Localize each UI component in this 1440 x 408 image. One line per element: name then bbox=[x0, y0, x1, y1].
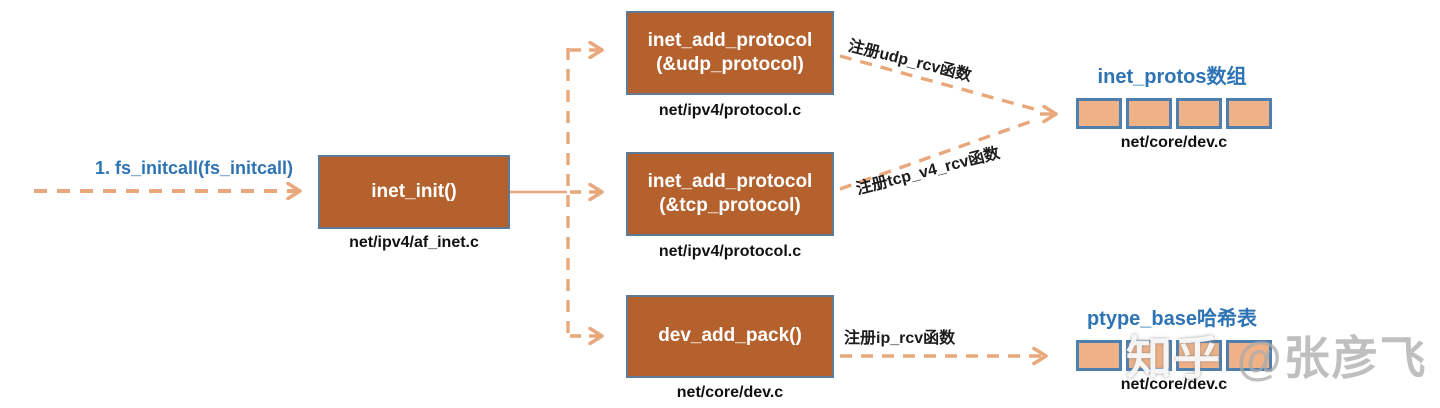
array-cell bbox=[1126, 340, 1172, 371]
node-inet-init: inet_init() bbox=[318, 155, 510, 229]
line-tcp-to-protos bbox=[839, 117, 1039, 191]
node-dev-label: dev_add_pack() bbox=[658, 325, 802, 347]
file-label-dev: net/core/dev.c bbox=[676, 384, 784, 401]
line-udp-to-protos bbox=[839, 54, 1039, 112]
inet-protos-array bbox=[1076, 98, 1272, 129]
array-cell bbox=[1076, 340, 1122, 371]
node-tcp-line1: inet_add_protocol bbox=[647, 170, 813, 192]
array-cell bbox=[1226, 340, 1272, 371]
array-cell bbox=[1076, 98, 1122, 129]
array-cell bbox=[1176, 340, 1222, 371]
array-cell bbox=[1176, 98, 1222, 129]
edge-label-ip-rcv: 注册ip_rcv函数 bbox=[844, 330, 956, 347]
file-label-inet-protos: net/core/dev.c bbox=[1120, 134, 1228, 151]
node-inet-init-label: inet_init() bbox=[371, 180, 457, 202]
node-udp-line2: (&udp_protocol) bbox=[656, 54, 804, 75]
array-cell bbox=[1226, 98, 1272, 129]
node-dev-add-pack: dev_add_pack() bbox=[626, 295, 834, 378]
file-label-ptype-base: net/core/dev.c bbox=[1120, 376, 1228, 393]
file-label-inet-init: net/ipv4/af_inet.c bbox=[349, 234, 479, 251]
start-call-label: 1. fs_initcall(fs_initcall) bbox=[94, 158, 294, 178]
file-label-udp: net/ipv4/protocol.c bbox=[658, 102, 802, 119]
ptype-base-title: ptype_base哈希表 bbox=[1086, 308, 1258, 330]
node-inet-add-protocol-udp: inet_add_protocol (&udp_protocol) bbox=[626, 11, 834, 95]
node-inet-add-protocol-tcp: inet_add_protocol (&tcp_protocol) bbox=[626, 152, 834, 236]
node-tcp-line2: (&tcp_protocol) bbox=[659, 195, 801, 216]
array-cell bbox=[1126, 98, 1172, 129]
file-label-tcp: net/ipv4/protocol.c bbox=[658, 243, 802, 260]
inet-protos-title: inet_protos数组 bbox=[1097, 66, 1247, 88]
node-udp-line1: inet_add_protocol bbox=[647, 29, 813, 51]
ptype-base-array bbox=[1076, 340, 1272, 371]
